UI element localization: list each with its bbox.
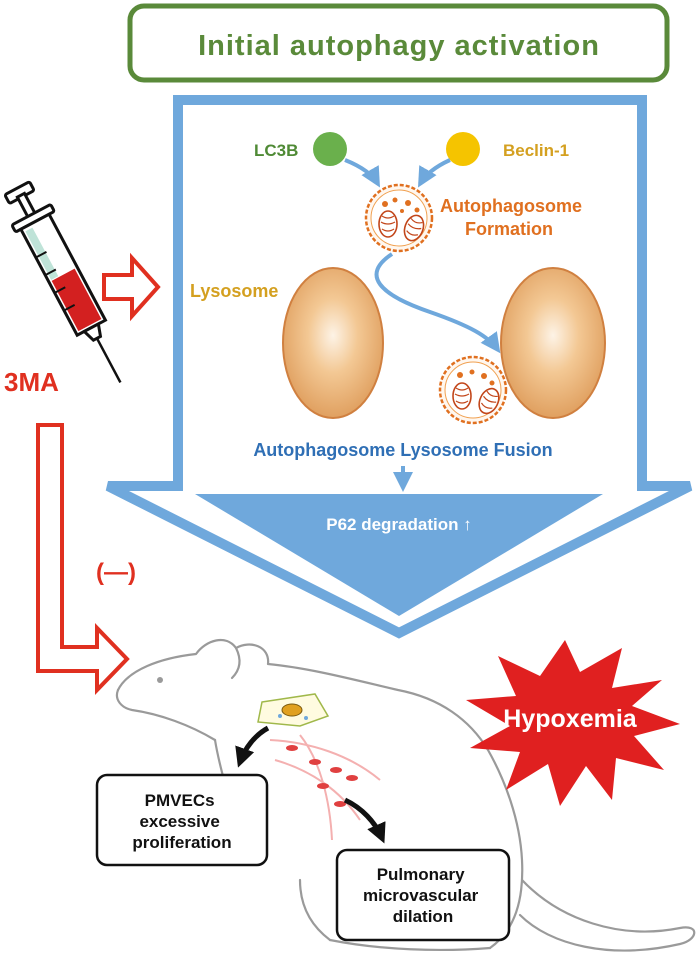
lysosome-fusion-icon bbox=[500, 267, 606, 419]
hypoxemia-label: Hypoxemia bbox=[503, 705, 637, 733]
pmvecs-line-1: PMVECs bbox=[145, 791, 215, 810]
dilation-line-1: Pulmonary bbox=[377, 865, 465, 884]
pmvecs-line-3: proliferation bbox=[132, 833, 231, 852]
svg-text:PMVECs excessive p: PMVECs excessive proliferation bbox=[132, 791, 231, 852]
arrow-to-pmvecs bbox=[235, 725, 270, 768]
beclin1-dot bbox=[446, 132, 480, 166]
p62-degradation-label: P62 degradation ↑ bbox=[326, 515, 471, 534]
red-elbow-arrow bbox=[36, 423, 130, 695]
dilation-box: Pulmonary microvascular dilation bbox=[335, 848, 511, 942]
beclin1-label: Beclin-1 bbox=[503, 141, 569, 160]
inhibition-sign: (—) bbox=[96, 559, 136, 586]
diagram-title: Initial autophagy activation bbox=[198, 30, 600, 62]
big-down-arrow bbox=[105, 95, 693, 639]
fusion-label: Autophagosome Lysosome Fusion bbox=[253, 440, 552, 460]
pmvecs-box: PMVECs excessive proliferation bbox=[95, 773, 269, 867]
autophagosome-formation-label-1: Autophagosome bbox=[440, 196, 582, 216]
lysosome-icon bbox=[282, 267, 384, 419]
arrow-beclin-to-autophagosome bbox=[418, 158, 451, 188]
dilation-line-2: microvascular bbox=[363, 886, 479, 905]
arrow-to-dilation bbox=[343, 797, 386, 844]
hypoxemia-burst: Hypoxemia bbox=[466, 640, 680, 806]
red-arrow-right bbox=[102, 252, 161, 322]
mitochondrion-icon bbox=[378, 210, 398, 238]
lysosome-label: Lysosome bbox=[190, 281, 278, 301]
syringe-icon bbox=[3, 180, 122, 384]
dilation-line-3: dilation bbox=[393, 907, 453, 926]
svg-text:Pulmonary microvascular: Pulmonary microvascular dilation bbox=[363, 865, 483, 926]
inhibitor-label: 3MA bbox=[4, 367, 59, 397]
autophagosome-formation-label-2: Formation bbox=[465, 219, 553, 239]
blood-vessel-icon bbox=[269, 734, 381, 841]
arrow-lc3b-to-autophagosome bbox=[344, 158, 380, 188]
lc3b-label: LC3B bbox=[254, 141, 298, 160]
lc3b-dot bbox=[313, 132, 347, 166]
endothelial-cell-icon bbox=[257, 693, 330, 727]
arrow-to-fusion bbox=[374, 252, 501, 354]
fusing-autophagosome-icon bbox=[438, 355, 508, 425]
pmvecs-line-2: excessive bbox=[139, 812, 219, 831]
title-box: Initial autophagy activation bbox=[127, 3, 670, 83]
autophagosome-icon bbox=[364, 183, 434, 253]
